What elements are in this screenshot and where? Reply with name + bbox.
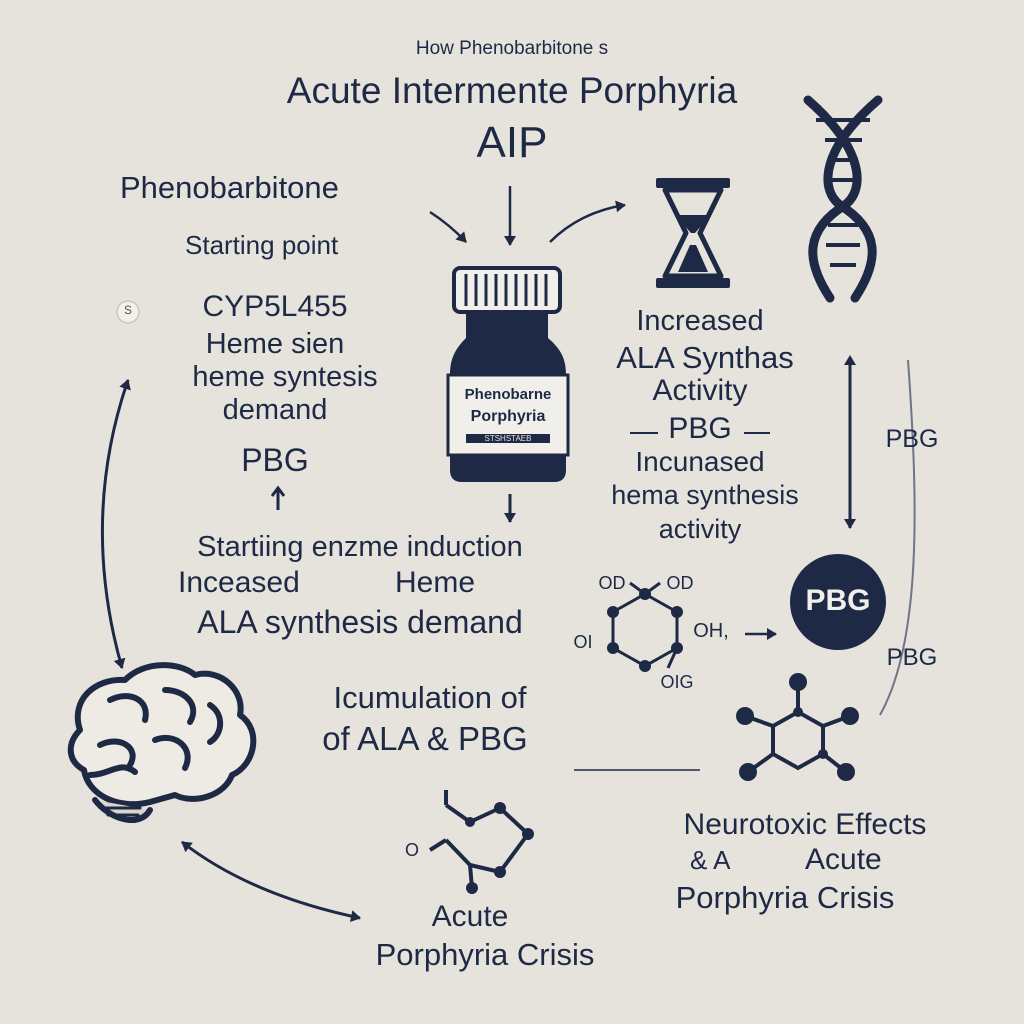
molecule-right xyxy=(736,673,859,781)
dna-helix-icon xyxy=(803,95,883,303)
bottle-label-line1: Phenobarne xyxy=(464,386,552,403)
drug-name: Phenobarbitone xyxy=(120,170,339,205)
neurotoxic-acute: Acute xyxy=(805,843,882,876)
arrow-brain-crisis xyxy=(181,840,361,923)
accumulation-line1: Icumulation of xyxy=(333,680,527,715)
bottle-label-line2: Porphyria xyxy=(470,408,546,425)
hema-synthesis: hema synthesis xyxy=(611,480,799,510)
arrow-to-hourglass xyxy=(549,200,626,243)
bottle-label-line3: STSHSTAEB xyxy=(466,434,550,443)
activity2: activity xyxy=(658,514,742,544)
mol-oh: OH, xyxy=(693,620,729,642)
neurotoxic-amp: & A xyxy=(690,845,731,875)
mol-od-left: OD xyxy=(598,573,626,593)
symbol-circle xyxy=(116,300,140,324)
neurotoxic-line1: Neurotoxic Effects xyxy=(683,808,927,841)
medicine-bottle-icon xyxy=(446,266,570,482)
mol-o-small: O xyxy=(404,840,419,860)
pbg-side-upper: PBG xyxy=(885,425,939,453)
brain-icon xyxy=(67,662,257,823)
neurotoxic-line3: Porphyria Crisis xyxy=(675,880,895,915)
arrow-left-down xyxy=(429,210,467,243)
starting-point: Starting point xyxy=(185,230,339,260)
crisis-line1: Acute xyxy=(431,900,509,933)
heme-line1: Heme sien xyxy=(205,328,345,360)
symbol-label: S xyxy=(123,303,132,317)
pbg-side-lower: PBG xyxy=(886,644,938,671)
hourglass-icon xyxy=(656,178,730,288)
cyp-label: CYP5L455 xyxy=(202,290,348,323)
pbg-circle-label: PBG xyxy=(805,584,871,617)
ala-synthase: ALA Synthas xyxy=(616,340,794,375)
mol-oig: OIG xyxy=(660,672,694,692)
ala-synthesis-demand: ALA synthesis demand xyxy=(197,604,523,640)
enzyme-induction: Startiing enzme induction xyxy=(197,531,523,563)
pbg-circle xyxy=(790,554,886,650)
heme-line2: heme syntesis xyxy=(192,361,378,393)
pbg-left: PBG xyxy=(241,442,309,478)
pbg-dash-label: PBG xyxy=(668,412,732,445)
incunased-label: Incunased xyxy=(635,446,765,477)
pbg-dash-left xyxy=(630,432,658,434)
pbg-dash-right xyxy=(744,432,770,434)
cycle-line-right xyxy=(879,359,916,716)
molecule-bottom xyxy=(428,790,534,894)
mol-od-right: OD xyxy=(666,573,694,593)
molecule-hexagon-middle xyxy=(607,581,683,672)
crisis-line2: Porphyria Crisis xyxy=(375,937,595,972)
mol-oi: OI xyxy=(573,632,593,652)
heme-line3: demand xyxy=(222,394,328,426)
header-subtitle: How Phenobarbitone s xyxy=(415,38,609,59)
heme-label: Heme xyxy=(395,566,476,599)
arrow-left-cycle xyxy=(100,379,130,669)
header-title: Acute Intermente Porphyria xyxy=(286,70,738,111)
header-abbrev: AIP xyxy=(476,118,548,167)
increased-right: Increased xyxy=(636,305,764,337)
increased-label: Inceased xyxy=(178,566,300,599)
arrow-left-small xyxy=(270,485,286,510)
activity-right: Activity xyxy=(652,374,748,407)
accumulation-line2: of ALA & PBG xyxy=(322,720,528,757)
